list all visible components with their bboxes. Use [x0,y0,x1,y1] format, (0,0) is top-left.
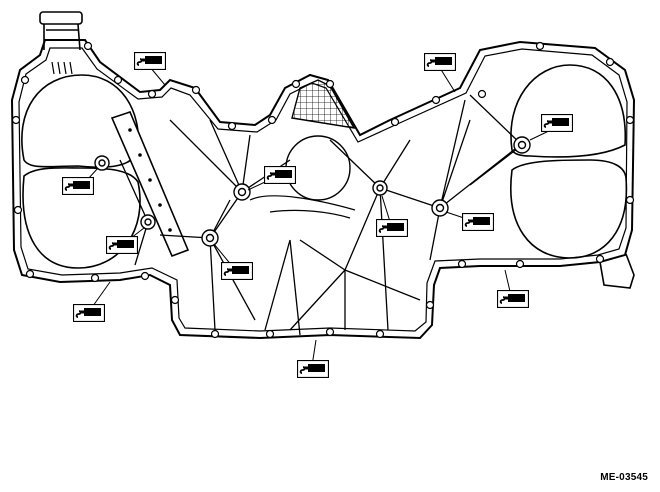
oil-filler-neck [39,11,83,51]
bolt-bosses [94,136,531,247]
gasket-inner-outline [18,47,628,332]
right-lower-pulley-opening [510,159,628,259]
reinforcement-ribs [119,94,523,336]
sealant-tube-icon [134,52,166,70]
perimeter-bolt-holes [11,41,635,339]
sealant-tube-icon [264,166,296,184]
sealant-tube-icon [106,236,138,254]
center-rib-arc [249,195,356,211]
figure-reference-code: ME-03545 [600,472,648,483]
sealant-tube-icon [62,177,94,195]
sealant-tube-icon [376,219,408,237]
gasket-outer-outline [10,39,636,340]
tensioner-bracket [110,111,190,258]
mounting-tab [599,253,635,289]
filler-cap-ribs-icon [51,61,73,75]
sealant-tube-icon [541,114,573,132]
sealant-tube-icon [424,53,456,71]
sealant-tube-icon [221,262,253,280]
sealant-tube-icon [497,290,529,308]
right-upper-pulley-opening [510,64,627,158]
sealant-tube-icon [297,360,329,378]
sealant-tube-icon [73,304,105,322]
left-lower-pulley-opening [22,167,141,269]
sealant-tube-icon [462,213,494,231]
bracket-holes [128,128,172,232]
breather-mesh [291,79,356,129]
